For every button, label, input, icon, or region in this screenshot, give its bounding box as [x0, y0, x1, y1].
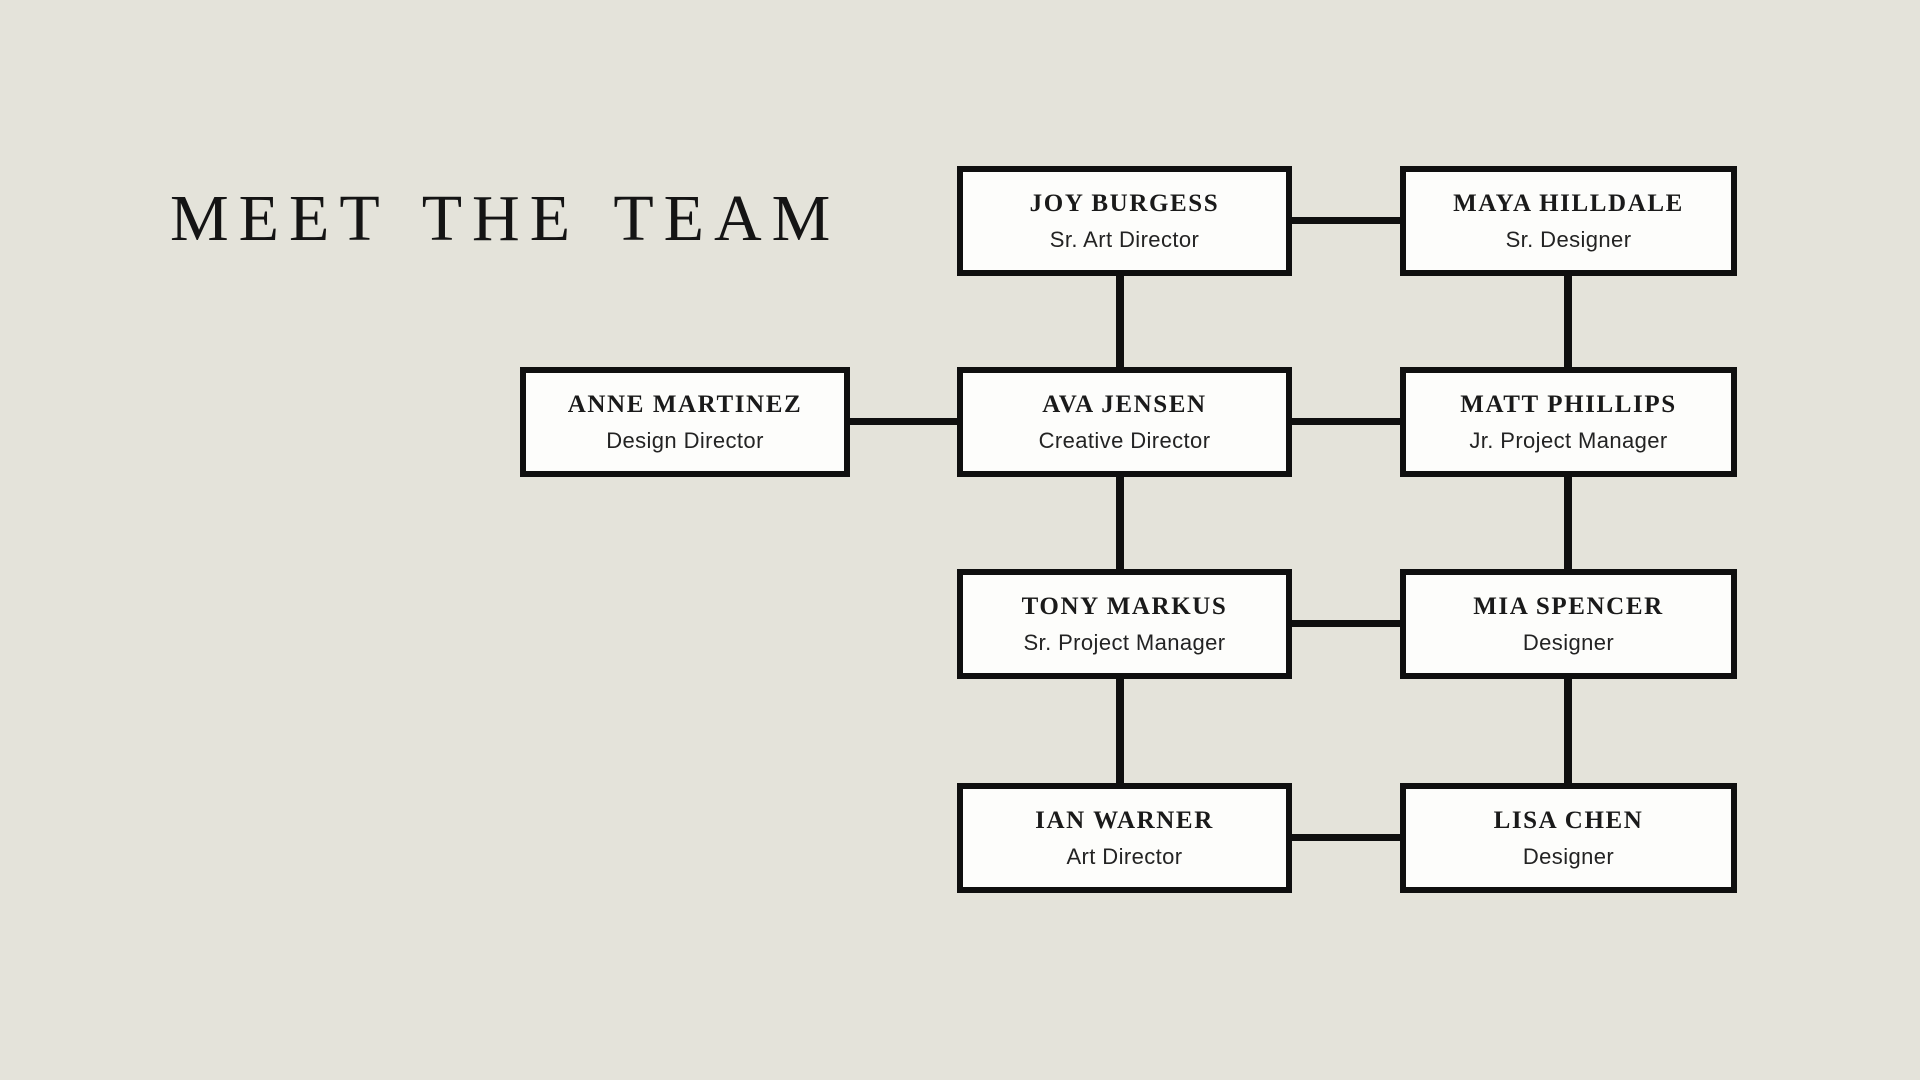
- page-title: MEET THE TEAM: [170, 182, 841, 255]
- member-role: Sr. Art Director: [1049, 226, 1200, 252]
- member-name: MATT PHILLIPS: [1460, 390, 1677, 418]
- member-name: LISA CHEN: [1493, 806, 1644, 834]
- connector-mia-lisa: [1564, 674, 1572, 788]
- connector-ian-lisa: [1286, 834, 1406, 841]
- connector-matt-mia: [1564, 472, 1572, 574]
- member-name: JOY BURGESS: [1029, 189, 1220, 217]
- member-card-anne-martinez: ANNE MARTINEZ Design Director: [520, 367, 850, 477]
- connector-maya-matt: [1564, 271, 1572, 372]
- member-name: ANNE MARTINEZ: [567, 390, 803, 418]
- member-name: MAYA HILLDALE: [1453, 189, 1684, 217]
- member-role: Art Director: [1066, 843, 1183, 869]
- member-card-matt-phillips: MATT PHILLIPS Jr. Project Manager: [1400, 367, 1737, 477]
- connector-tony-mia: [1286, 620, 1406, 627]
- member-card-mia-spencer: MIA SPENCER Designer: [1400, 569, 1737, 679]
- member-card-lisa-chen: LISA CHEN Designer: [1400, 783, 1737, 893]
- connector-anne-ava: [844, 418, 963, 425]
- member-role: Designer: [1522, 843, 1615, 869]
- member-role: Creative Director: [1038, 427, 1211, 453]
- connector-joy-maya: [1286, 217, 1406, 224]
- connector-tony-ian: [1116, 674, 1124, 788]
- connector-ava-tony: [1116, 472, 1124, 574]
- member-card-ian-warner: IAN WARNER Art Director: [957, 783, 1292, 893]
- member-role: Sr. Project Manager: [1023, 629, 1226, 655]
- member-card-ava-jensen: AVA JENSEN Creative Director: [957, 367, 1292, 477]
- member-role: Designer: [1522, 629, 1615, 655]
- member-role: Jr. Project Manager: [1469, 427, 1668, 453]
- connector-joy-ava: [1116, 271, 1124, 372]
- member-role: Design Director: [606, 427, 764, 453]
- member-card-tony-markus: TONY MARKUS Sr. Project Manager: [957, 569, 1292, 679]
- member-name: AVA JENSEN: [1042, 390, 1207, 418]
- member-role: Sr. Designer: [1505, 226, 1632, 252]
- member-card-maya-hilldale: MAYA HILLDALE Sr. Designer: [1400, 166, 1737, 276]
- member-card-joy-burgess: JOY BURGESS Sr. Art Director: [957, 166, 1292, 276]
- member-name: IAN WARNER: [1035, 806, 1214, 834]
- member-name: MIA SPENCER: [1473, 592, 1664, 620]
- connector-ava-matt: [1286, 418, 1406, 425]
- member-name: TONY MARKUS: [1021, 592, 1228, 620]
